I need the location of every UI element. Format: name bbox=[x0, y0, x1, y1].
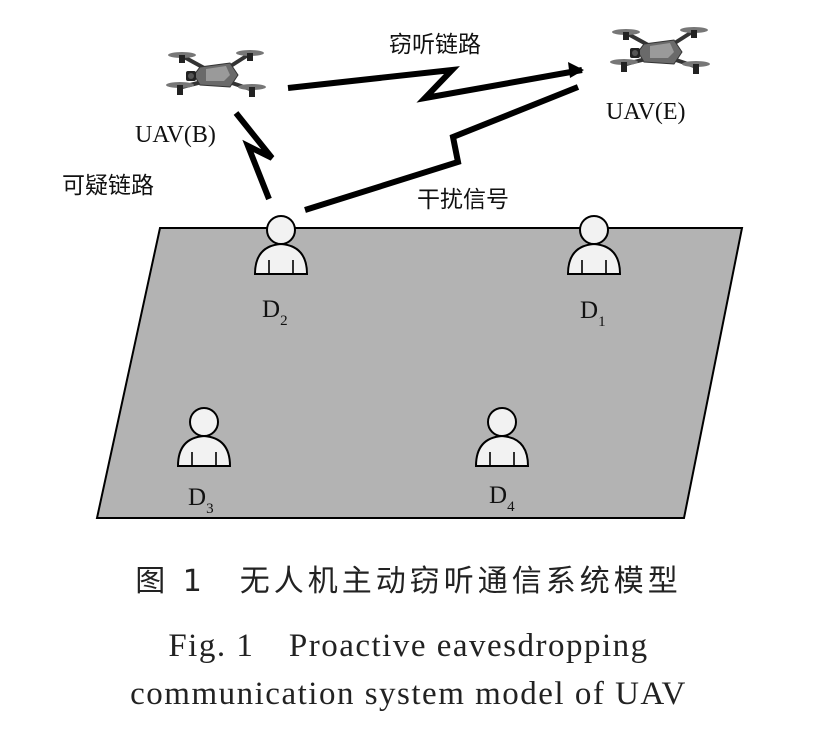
uav-b-label: UAV(B) bbox=[135, 122, 216, 148]
ground-plane bbox=[95, 227, 744, 519]
uav-e-drone-icon bbox=[608, 25, 712, 76]
figure-caption-english-line1: Fig. 1 Proactive eavesdropping bbox=[168, 628, 649, 664]
user-d1-label: D1 bbox=[580, 297, 606, 330]
figure-caption-english-line2: communication system model of UAV bbox=[130, 676, 687, 712]
figure-caption-chinese: 图 1 无人机主动窃听通信系统模型 bbox=[135, 564, 682, 599]
user-d2-label: D2 bbox=[262, 296, 288, 329]
suspicious-link-bolt bbox=[233, 111, 275, 201]
uav-b-drone-icon bbox=[164, 48, 268, 99]
eavesdrop-link-label: 窃听链路 bbox=[389, 32, 481, 58]
system-diagram: UAV(B) UAV(E) 窃听链路 可疑链路 干扰信号 D2 D1 D3 D4 bbox=[62, 25, 744, 519]
user-d3-label: D3 bbox=[188, 484, 214, 517]
jamming-signal-bolt bbox=[304, 84, 580, 213]
uav-e-label: UAV(E) bbox=[606, 99, 686, 125]
jamming-signal-label: 干扰信号 bbox=[417, 187, 509, 213]
user-d4-label: D4 bbox=[489, 482, 515, 515]
suspicious-link-label: 可疑链路 bbox=[62, 173, 154, 199]
eavesdrop-link-bolt bbox=[287, 66, 583, 103]
